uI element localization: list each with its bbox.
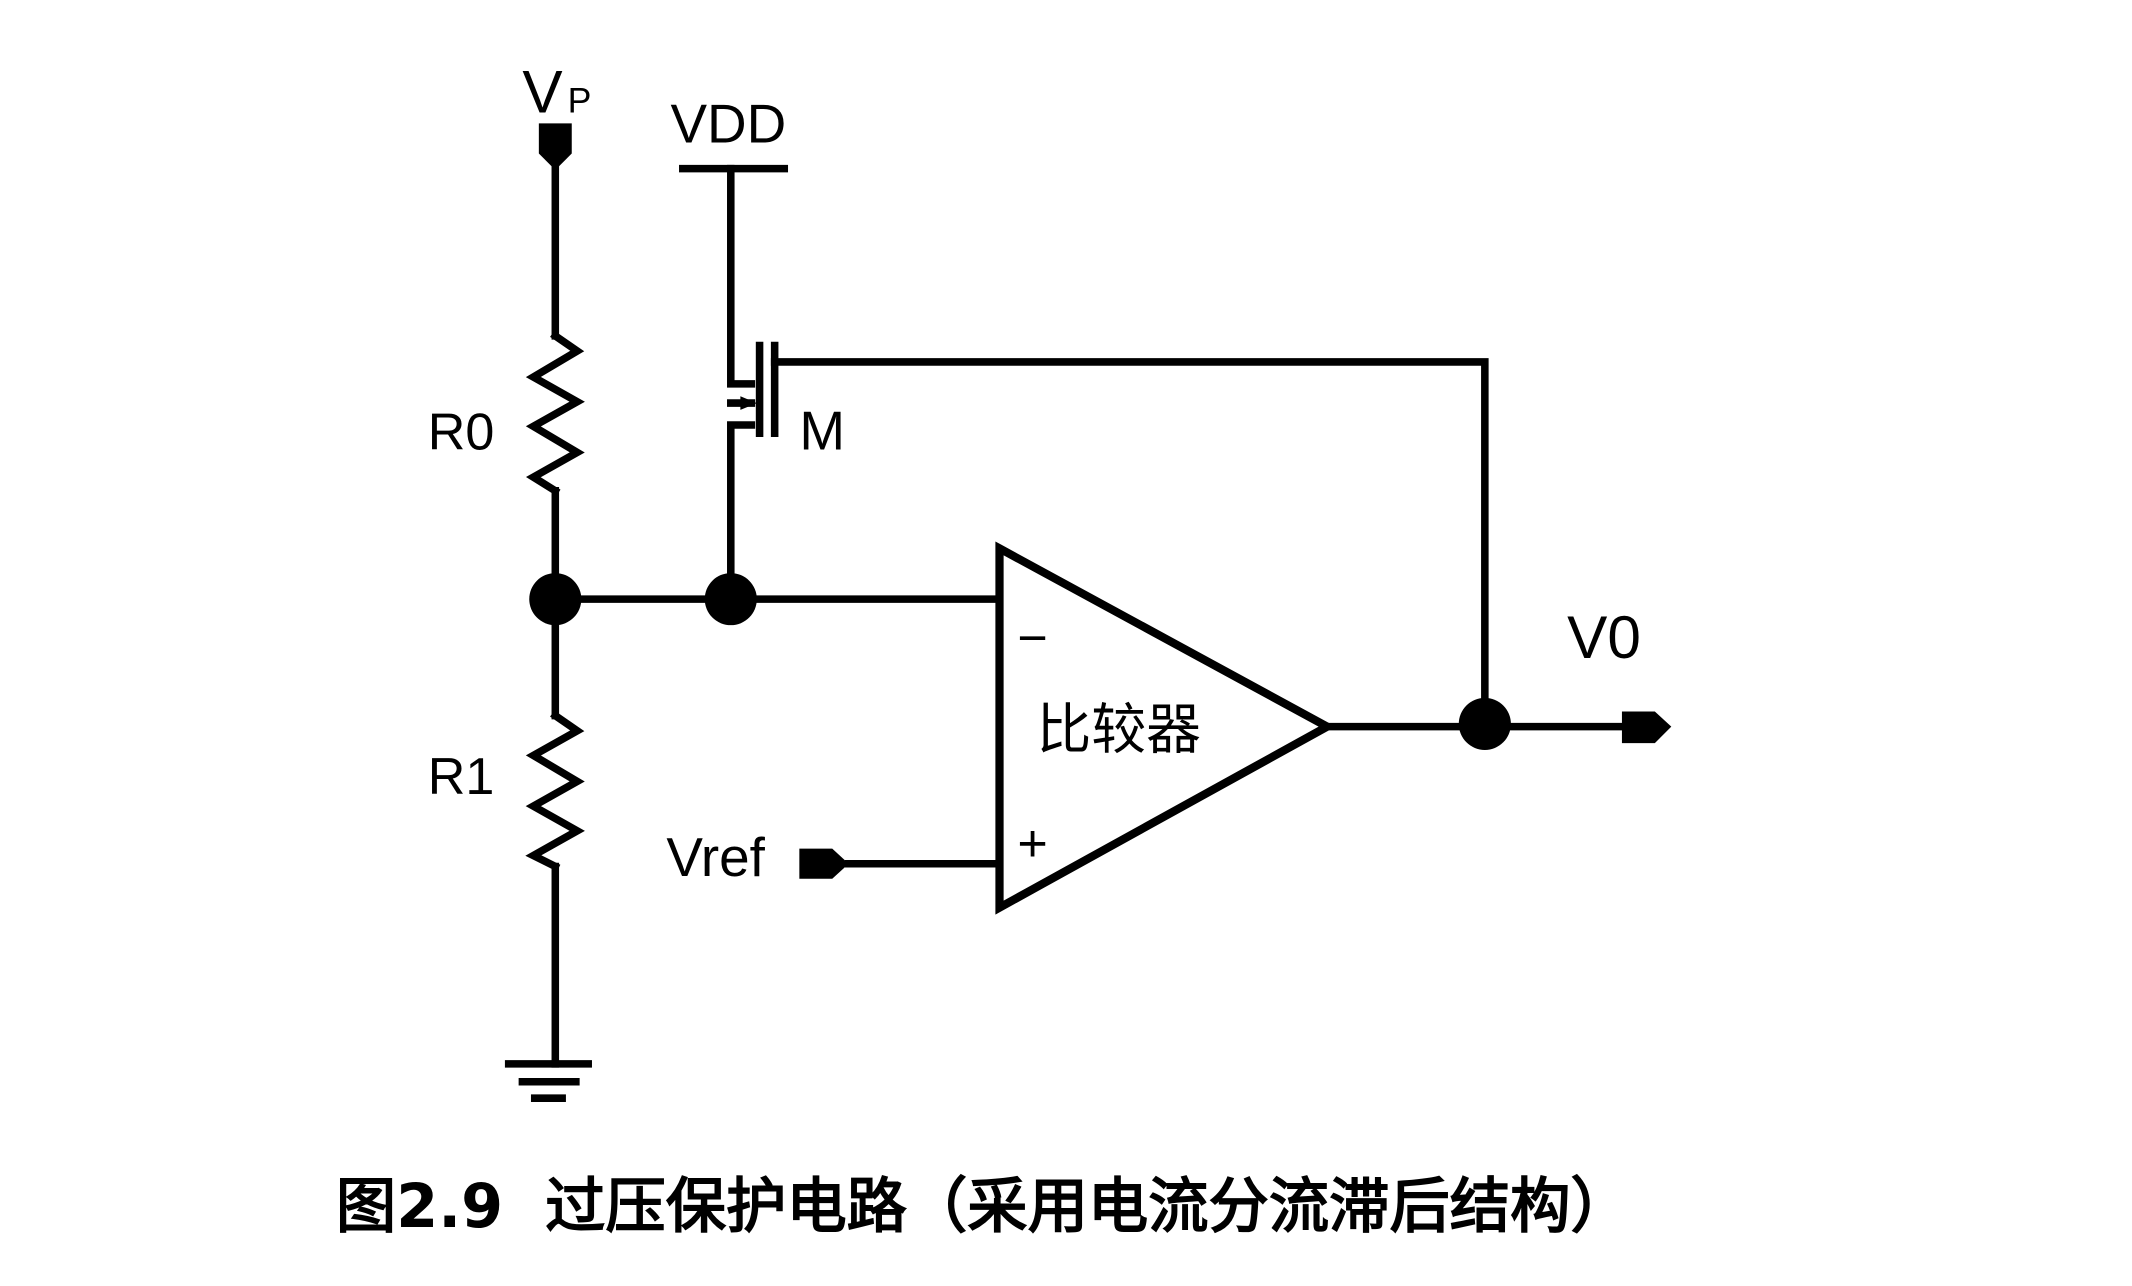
vp-subscript-label: P	[568, 80, 592, 120]
junction-node-output	[1458, 697, 1511, 750]
vout-label: V0	[1567, 603, 1641, 671]
r1-label: R1	[428, 748, 495, 806]
vref-label: Vref	[666, 826, 765, 888]
comparator-minus-sign: −	[1017, 609, 1047, 667]
resistor-r1	[525, 710, 585, 872]
r0-label: R0	[428, 404, 495, 462]
vp-terminal: V P	[522, 57, 592, 171]
comparator-plus-sign: +	[1017, 815, 1047, 873]
resistor-r0	[525, 330, 585, 497]
transistor-label: M	[799, 400, 845, 462]
vref-terminal: Vref	[666, 826, 1002, 888]
vout-terminal	[1621, 711, 1672, 744]
comparator: − + 比较器	[995, 541, 1336, 915]
vp-label: V	[522, 57, 562, 125]
ground-symbol	[504, 1060, 592, 1102]
vdd-supply: VDD	[670, 93, 789, 388]
comparator-label: 比较器	[1037, 699, 1202, 761]
vdd-label: VDD	[670, 93, 786, 155]
wire-feedback-gate	[770, 358, 1489, 728]
figure-caption: 图2.9 过压保护电路（采用电流分流滞后结构）	[336, 1172, 1631, 1242]
